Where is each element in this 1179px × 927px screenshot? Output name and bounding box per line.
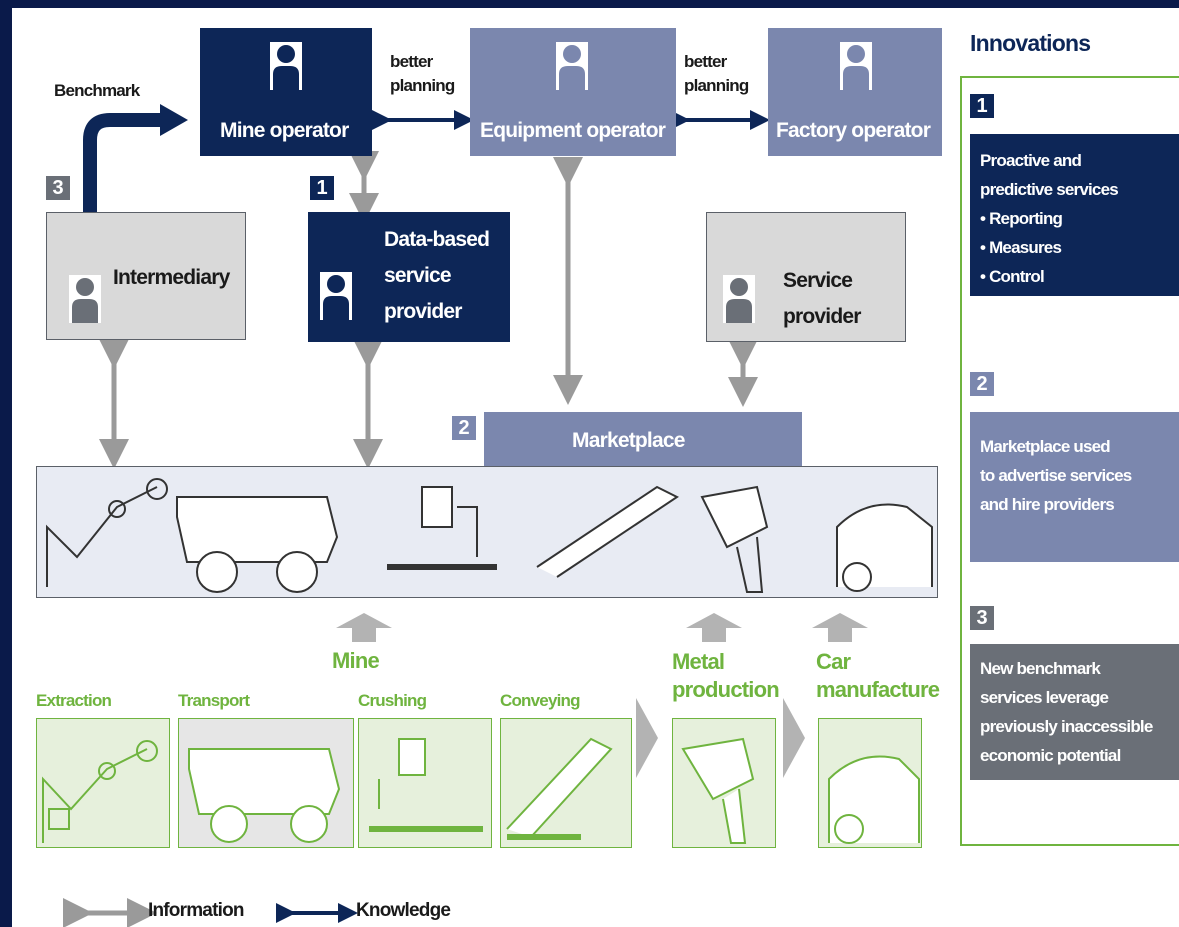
innovation-2-line3: and hire providers: [980, 495, 1115, 514]
stage-transport-label: Transport: [178, 691, 250, 710]
innovation-2-badge: 2: [970, 372, 994, 396]
innovation-1-text: Proactive and predictive services • Repo…: [980, 146, 1119, 291]
person-icon: [69, 275, 101, 323]
person-icon: [840, 42, 872, 90]
innovation-3-line4: economic potential: [980, 746, 1121, 765]
stage-crushing-label: Crushing: [358, 691, 427, 710]
innovation-1-line1: Proactive and: [980, 151, 1082, 170]
innovation-2-text: Marketplace used to advertise services a…: [980, 432, 1132, 519]
better-planning-2-line1: better: [684, 52, 727, 71]
intermediary-label: Intermediary: [113, 266, 230, 289]
innovation-3-text: New benchmark services leverage previous…: [980, 654, 1153, 770]
stage-mine-label: Mine: [332, 648, 380, 673]
extraction-tile: [36, 718, 170, 848]
data-based-line3: provider: [384, 300, 462, 323]
marketplace-box: Marketplace: [484, 412, 802, 468]
service-provider-line1: Service: [783, 269, 853, 292]
car-line2: manufacture: [816, 677, 940, 702]
transport-tile: [178, 718, 354, 848]
data-based-provider-box: Data-based service provider: [308, 212, 510, 342]
innovation-1-line5: • Control: [980, 267, 1045, 286]
equipment-operator-box: Equipment operator: [470, 28, 676, 156]
crushing-tile: [358, 718, 492, 848]
better-planning-1-line1: better: [390, 52, 433, 71]
intermediary-box: Intermediary: [46, 212, 246, 340]
better-planning-1-line2: planning: [390, 76, 455, 95]
factory-operator-label: Factory operator: [776, 119, 931, 142]
benchmark-label: Benchmark: [54, 81, 140, 100]
data-based-line2: service: [384, 264, 452, 287]
person-icon: [723, 275, 755, 323]
process-illustration-strip: [36, 466, 938, 598]
innovation-3-line3: previously inaccessible: [980, 717, 1153, 736]
legend-knowledge: Knowledge: [356, 900, 451, 921]
data-based-line1: Data-based: [384, 228, 490, 251]
mine-operator-box: Mine operator: [200, 28, 372, 156]
metal-production-tile: [672, 718, 776, 848]
stage-car-manufacture-label: Car manufacture: [816, 648, 940, 704]
person-icon: [320, 272, 352, 320]
person-icon: [270, 42, 302, 90]
better-planning-2-line2: planning: [684, 76, 749, 95]
innovation-1-badge: 1: [970, 94, 994, 118]
car-line1: Car: [816, 649, 851, 674]
car-manufacture-tile: [818, 718, 922, 848]
innovations-title: Innovations: [970, 30, 1091, 56]
service-provider-label: Service provider: [783, 263, 861, 335]
stage-conveying-label: Conveying: [500, 691, 581, 710]
innovations-panel: [960, 76, 1179, 846]
service-provider-line2: provider: [783, 305, 861, 328]
innovation-3-badge: 3: [970, 606, 994, 630]
badge-3: 3: [46, 176, 70, 200]
badge-2: 2: [452, 416, 476, 440]
stage-extraction-label: Extraction: [36, 691, 112, 710]
marketplace-label: Marketplace: [572, 429, 685, 452]
data-based-provider-label: Data-based service provider: [384, 222, 490, 330]
innovation-1-line2: predictive services: [980, 180, 1119, 199]
badge-1: 1: [310, 176, 334, 200]
innovation-3-line1: New benchmark: [980, 659, 1101, 678]
innovation-3-line2: services leverage: [980, 688, 1109, 707]
conveying-tile: [500, 718, 632, 848]
innovation-1-box: Proactive and predictive services • Repo…: [970, 134, 1179, 296]
diagram-canvas: Mine operator Benchmark better planning …: [12, 8, 1179, 927]
connector-arrows: [63, 104, 868, 927]
factory-operator-box: Factory operator: [768, 28, 942, 156]
innovation-3-box: New benchmark services leverage previous…: [970, 644, 1179, 780]
legend-information: Information: [148, 900, 245, 921]
metal-line2: production: [672, 677, 780, 702]
metal-line1: Metal: [672, 649, 725, 674]
innovation-1-line3: • Reporting: [980, 209, 1063, 228]
stage-metal-production-label: Metal production: [672, 648, 780, 704]
better-planning-1: better planning: [390, 50, 455, 98]
better-planning-2: better planning: [684, 50, 749, 98]
person-icon: [556, 42, 588, 90]
equipment-operator-label: Equipment operator: [480, 119, 666, 142]
service-provider-box: Service provider: [706, 212, 906, 342]
innovation-2-line2: to advertise services: [980, 466, 1132, 485]
process-illustration: [46, 478, 933, 593]
innovation-2-box: Marketplace used to advertise services a…: [970, 412, 1179, 562]
innovation-1-line4: • Measures: [980, 238, 1062, 257]
innovation-2-line1: Marketplace used: [980, 437, 1111, 456]
mine-operator-label: Mine operator: [220, 119, 349, 142]
